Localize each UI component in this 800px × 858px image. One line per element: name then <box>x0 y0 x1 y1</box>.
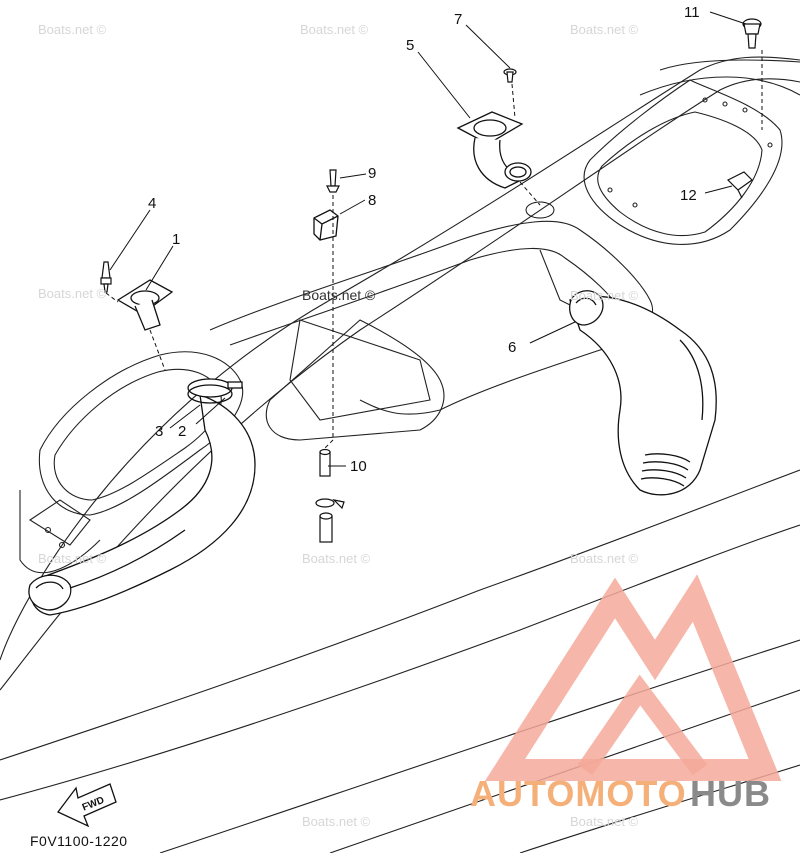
callout-8: 8 <box>368 192 376 209</box>
brand-name-part1: AUTOMOTO <box>470 773 687 814</box>
callout-6: 6 <box>508 339 516 356</box>
fwd-arrow: FWD <box>56 783 117 828</box>
watermark-8: Boats.net © <box>302 551 371 566</box>
brand-logo-mark <box>484 574 782 781</box>
callout-7: 7 <box>454 11 462 28</box>
watermark-11: Boats.net © <box>570 814 639 829</box>
leader-lines <box>109 11 747 467</box>
part-8-block <box>313 209 339 241</box>
watermark-5: Boats.net © <box>302 287 376 303</box>
part-12-clip <box>726 171 753 199</box>
watermark-3: Boats.net © <box>570 22 639 37</box>
part-10-plug <box>315 448 345 543</box>
callout-3: 3 <box>155 423 163 440</box>
assembly-lines <box>105 50 763 449</box>
callout-2: 2 <box>178 423 186 440</box>
part-7-screw <box>503 68 517 83</box>
part-9-clip <box>326 169 340 193</box>
callout-9: 9 <box>368 165 376 182</box>
watermark-9: Boats.net © <box>570 551 639 566</box>
watermark-10: Boats.net © <box>302 814 371 829</box>
watermark-1: Boats.net © <box>38 22 107 37</box>
callout-1: 1 <box>172 231 180 248</box>
callout-4: 4 <box>148 195 156 212</box>
part-11-bolt <box>742 18 762 49</box>
engine-compartment <box>209 220 654 441</box>
brand-name-part2: HUB <box>690 773 771 814</box>
callout-5: 5 <box>406 37 414 54</box>
duct-port-hole <box>525 201 555 219</box>
rear-opening <box>583 79 783 245</box>
watermark-6: Boats.net © <box>570 288 639 303</box>
drawing-code: F0V1100-1220 <box>30 833 128 849</box>
part-4-rivet <box>100 261 112 293</box>
clamp-3 <box>187 378 243 404</box>
duct-6-hose <box>569 290 717 496</box>
watermark-4: Boats.net © <box>38 286 107 301</box>
part-5-elbow-duct <box>456 111 532 189</box>
watermark-7: Boats.net © <box>38 551 107 566</box>
duct-2-hose <box>28 394 256 616</box>
watermark-2: Boats.net © <box>300 22 369 37</box>
callout-10: 10 <box>350 458 367 475</box>
callout-12: 12 <box>680 187 697 204</box>
part-1-grommet <box>116 279 174 331</box>
callout-11: 11 <box>684 4 700 21</box>
